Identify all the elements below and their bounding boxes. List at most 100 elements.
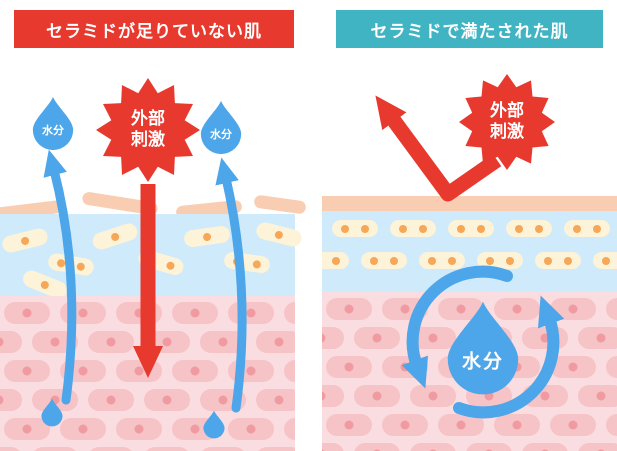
external-stimulus-burst: 外部刺激 [96, 78, 200, 182]
dermis-cell [326, 298, 372, 320]
skin-cell [361, 252, 407, 269]
dermis-cell [354, 327, 400, 349]
dermis-cell [60, 360, 106, 382]
skin-cell [535, 252, 581, 269]
dermis-cell [4, 360, 50, 382]
water-drop-icon [203, 410, 225, 439]
dermis-cell [32, 331, 78, 353]
skin-cell [477, 252, 523, 269]
damaged-barrier-piece [81, 191, 159, 216]
dermis-layer [0, 296, 295, 451]
water-drop-icon [200, 100, 242, 155]
left-panel-title: セラミドが足りていない肌 [46, 21, 262, 42]
skin-cell [419, 252, 465, 269]
external-stimulus-burst: 外部刺激 [459, 74, 555, 170]
moisture-label: 水分 [42, 124, 64, 138]
water-drop-icon [32, 96, 74, 151]
intact-barrier-layer [322, 196, 617, 211]
dermis-cell [88, 447, 134, 451]
dermis-cell [4, 418, 50, 440]
dermis-cell [200, 331, 246, 353]
dermis-cell [382, 298, 428, 320]
dermis-cell [550, 298, 596, 320]
skin-cell [506, 220, 552, 237]
dermis-cell [172, 360, 218, 382]
dermis-cell [284, 418, 295, 440]
dermis-cell [466, 443, 512, 451]
dermis-cell [116, 302, 162, 324]
dermis-cell [354, 385, 400, 407]
dermis-cell [322, 443, 344, 451]
dermis-cell [144, 331, 190, 353]
skin-cell [332, 220, 378, 237]
dermis-cell [0, 447, 22, 451]
dermis-cell [354, 443, 400, 451]
leaking-moisture-drop [40, 398, 64, 427]
dermis-cell [0, 389, 22, 411]
dermis-cell [116, 360, 162, 382]
dermis-cell [410, 443, 456, 451]
dermis-cell [228, 302, 274, 324]
dermis-cell [116, 418, 162, 440]
dermis-cell [438, 414, 484, 436]
dermis-cell [284, 360, 295, 382]
moisture-drop: 水分 [198, 100, 244, 155]
moisture-label: 水分 [210, 128, 232, 142]
skin-cell [564, 220, 610, 237]
skin-cell [322, 252, 349, 269]
leaking-moisture-drop [202, 410, 226, 439]
external-stimulus-label: 外部刺激 [459, 74, 555, 170]
dermis-cell [60, 302, 106, 324]
external-stimulus-label: 外部刺激 [96, 78, 200, 182]
external-stimulus-text: 外部刺激 [490, 100, 524, 142]
dermis-cell [522, 385, 568, 407]
damaged-barrier-piece [253, 194, 307, 215]
dermis-cell [550, 414, 596, 436]
dermis-cell [228, 418, 274, 440]
epidermis-layer [322, 211, 617, 292]
dermis-cell [522, 443, 568, 451]
dermis-cell [410, 385, 456, 407]
dermis-cell [322, 327, 344, 349]
skin-cell [448, 220, 494, 237]
dermis-cell [88, 389, 134, 411]
dermis-cell [88, 331, 134, 353]
skin-cell [593, 252, 617, 269]
right-panel-title-banner: セラミドで満たされた肌 [336, 10, 603, 48]
dermis-cell [144, 447, 190, 451]
right-panel-title: セラミドで満たされた肌 [370, 21, 569, 42]
left-panel-title-banner: セラミドが足りていない肌 [14, 10, 294, 48]
external-stimulus-text: 外部刺激 [131, 108, 165, 150]
starburst-icon [96, 78, 200, 182]
water-drop-icon [41, 398, 63, 427]
moisture-drop: 水分 [30, 96, 76, 151]
dermis-cell [322, 385, 344, 407]
dermis-cell [200, 447, 246, 451]
dermis-cell [382, 356, 428, 378]
dermis-cell [200, 389, 246, 411]
dermis-cell [32, 447, 78, 451]
dermis-cell [382, 414, 428, 436]
dermis-cell [4, 302, 50, 324]
dermis-cell [256, 447, 295, 451]
dermis-cell [494, 414, 540, 436]
dermis-cell [326, 356, 372, 378]
dermis-cell [256, 389, 295, 411]
dermis-cell [326, 414, 372, 436]
dermis-cell [578, 385, 617, 407]
skin-cell [390, 220, 436, 237]
moisture-label: 水分 [461, 350, 504, 373]
dermis-cell [228, 360, 274, 382]
dermis-cell [522, 327, 568, 349]
dermis-cell [256, 331, 295, 353]
dermis-cell [0, 331, 22, 353]
dermis-cell [606, 414, 617, 436]
dermis-cell [284, 302, 295, 324]
dermis-cell [172, 302, 218, 324]
dermis-cell [144, 389, 190, 411]
dermis-cell [550, 356, 596, 378]
dermis-cell [578, 327, 617, 349]
dermis-cell [60, 418, 106, 440]
retained-moisture-drop: 水分 [443, 300, 523, 396]
